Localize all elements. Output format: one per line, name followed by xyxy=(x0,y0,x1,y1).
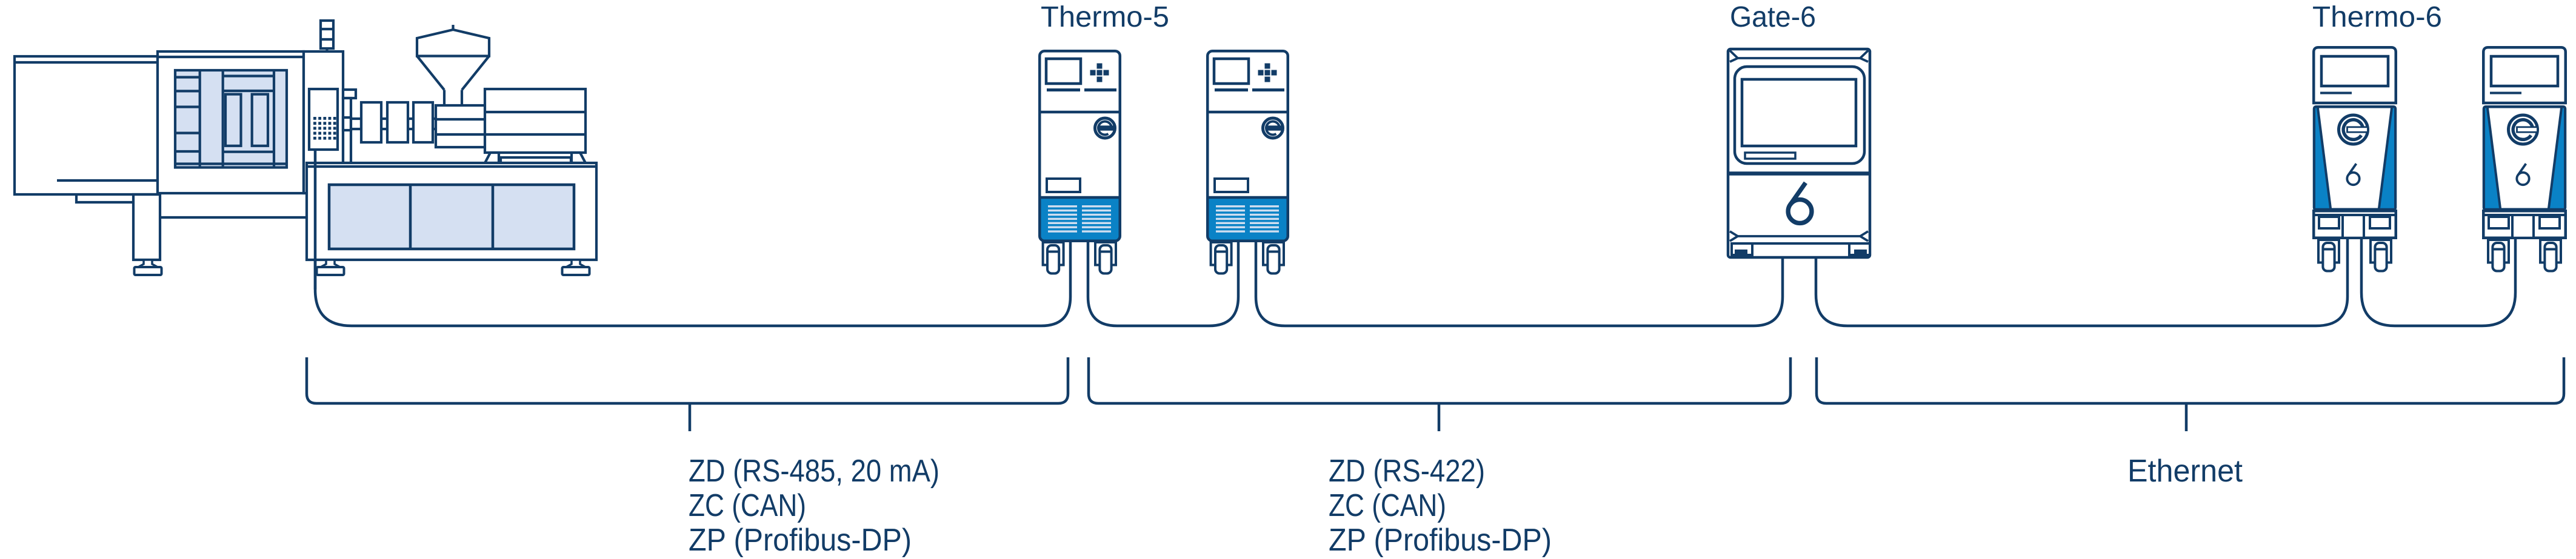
svg-text:ZD (RS-422): ZD (RS-422) xyxy=(1329,454,1485,489)
svg-text:ZP (Profibus-DP): ZP (Profibus-DP) xyxy=(1329,523,1552,558)
svg-text:ZP (Profibus-DP): ZP (Profibus-DP) xyxy=(689,523,912,558)
svg-text:ZC (CAN): ZC (CAN) xyxy=(689,488,806,523)
svg-text:Thermo-6: Thermo-6 xyxy=(2312,1,2442,33)
svg-text:ZD (RS-485, 20 mA): ZD (RS-485, 20 mA) xyxy=(689,454,939,489)
svg-text:Thermo-5: Thermo-5 xyxy=(1041,1,1169,33)
svg-text:ZC (CAN): ZC (CAN) xyxy=(1329,488,1446,523)
svg-text:Ethernet: Ethernet xyxy=(2127,454,2243,489)
svg-text:Gate-6: Gate-6 xyxy=(1730,1,1816,33)
